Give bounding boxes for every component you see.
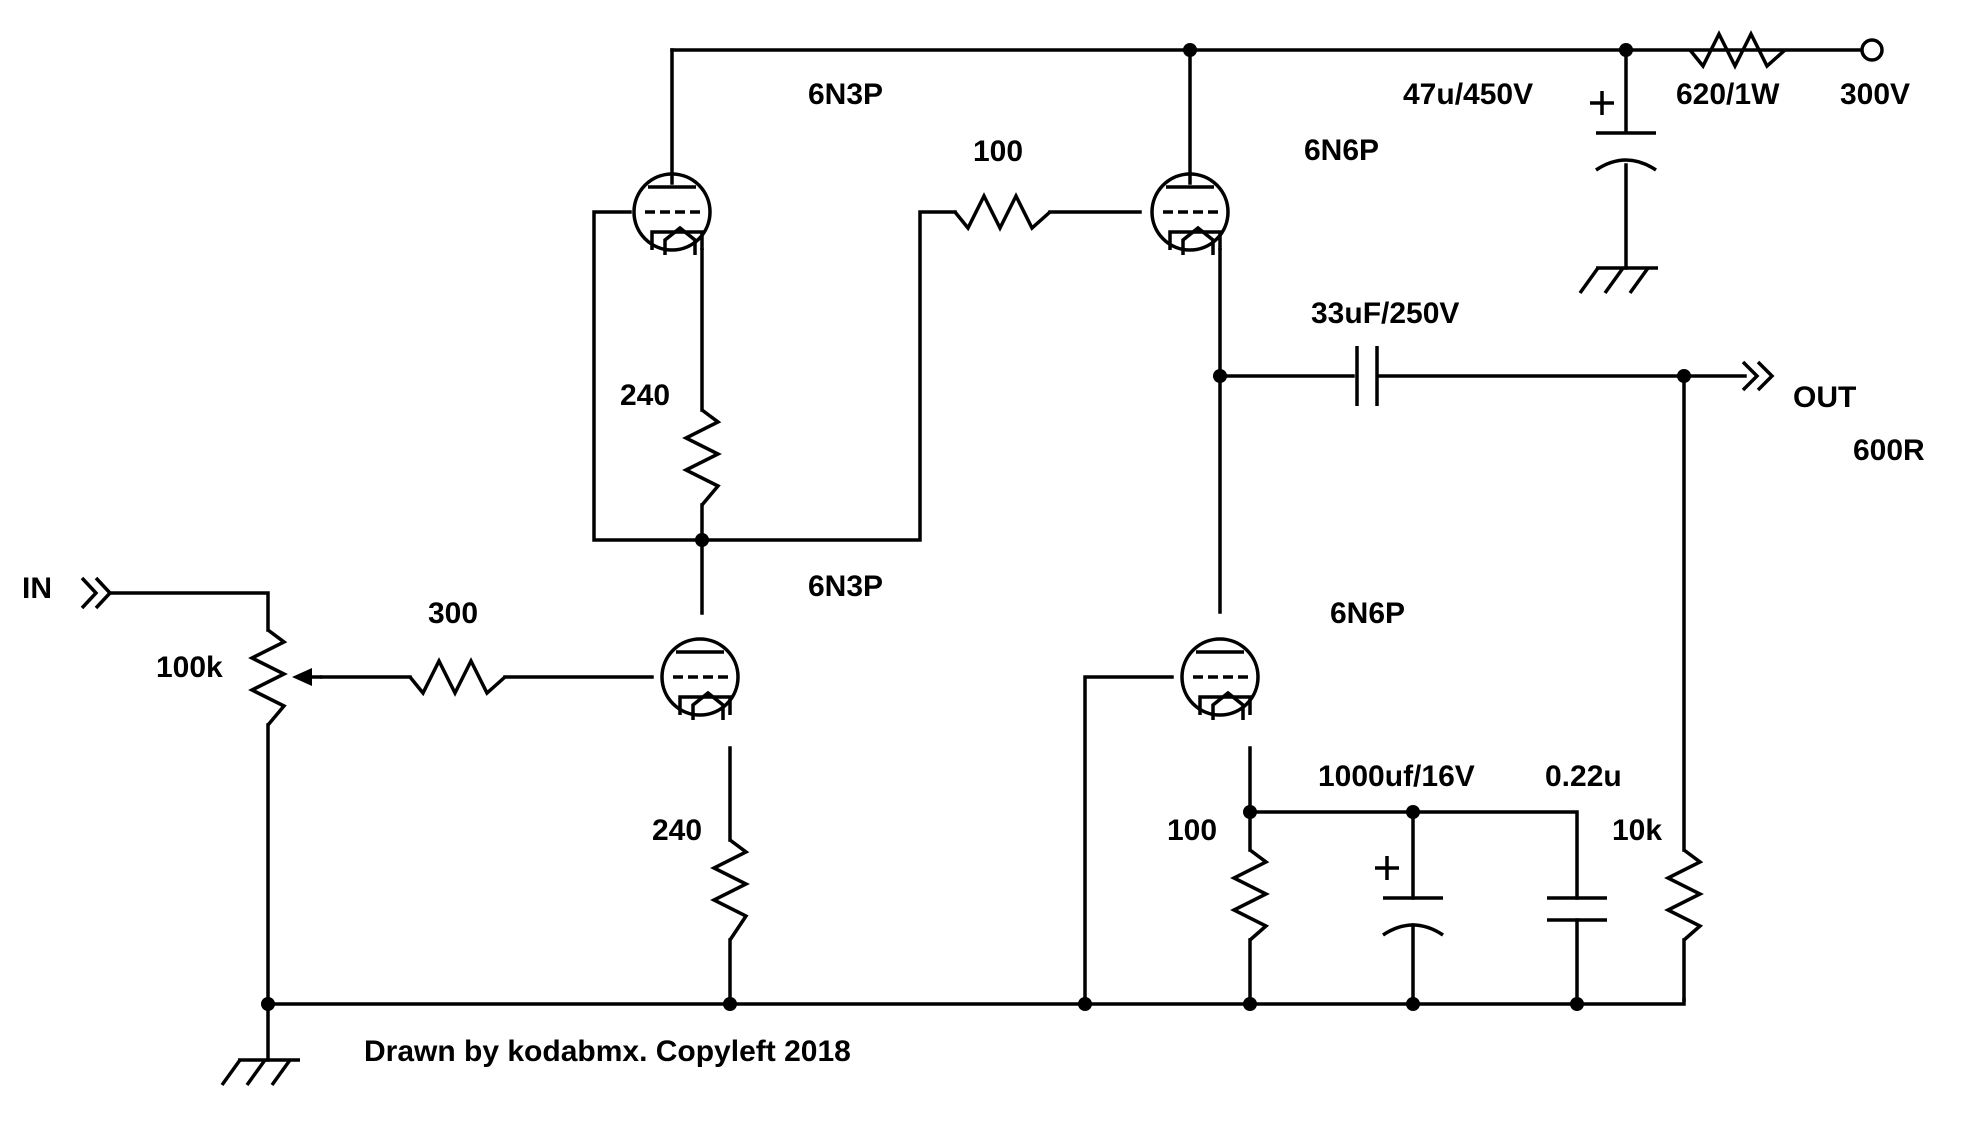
cap-output-label: 33uF/250V [1311,297,1459,330]
capacitor-cathode-elec-icon [1375,856,1444,937]
resistor-input-icon [408,657,507,697]
junction-dot [723,997,737,1011]
tube-heater [663,225,697,255]
junction-dot [1619,43,1633,57]
capacitor-output-icon [1355,346,1379,406]
tube-v2-label: 6N3P [808,570,883,603]
pot-label: 100k [156,651,223,684]
v1-grid-loop [592,210,957,542]
cap-curved-plate [1595,158,1657,172]
junction-dot [1677,369,1691,383]
junctions [261,43,1691,1011]
v4-grid-wire [1083,675,1174,1002]
tube-v3-icon [1150,172,1230,255]
resistor-v3-grid-icon [953,192,1052,232]
junction-dot [261,997,275,1011]
junction-dot [1213,369,1227,383]
plus-icon [1590,91,1614,115]
tube-envelope [660,637,740,717]
resistor-load-icon [1664,848,1704,942]
tube-v3-label: 6N6P [1304,134,1379,167]
cap-supply-label: 47u/450V [1403,78,1533,111]
r-grid-v3-label: 100 [973,135,1023,168]
ground-supply-icon [1578,266,1658,295]
cap-curved-plate [1382,923,1444,937]
potentiometer-icon [248,628,288,727]
labels: 6N3P 6N3P 6N6P 6N6P 100 240 300 100k 240… [22,78,1925,1068]
ground-hatch [220,1058,292,1087]
tube-v2-icon [660,637,740,720]
tube-heater [1181,225,1215,255]
ground-hatch [1578,266,1650,295]
plus-icon [1375,856,1399,880]
ground-bus [266,998,1686,1006]
in-wire [108,591,270,632]
r-supply-label: 620/1W [1676,78,1780,111]
cap-cathode-elec-label: 1000uf/16V [1318,760,1475,793]
supply-terminal-icon [1860,38,1884,62]
bypass-top-wire [1248,810,1579,900]
resistor-v4-cathode-icon [1230,848,1270,942]
tube-v1-label: 6N3P [808,78,883,111]
capacitor-cathode-film-icon [1547,896,1607,922]
wires [108,48,1862,1062]
tube-envelope [632,172,712,252]
tube-v1-icon [632,172,712,255]
cap-cathode-film-label: 0.22u [1545,760,1622,793]
r-input-label: 300 [428,597,478,630]
tube-v4-label: 6N6P [1330,597,1405,630]
resistor-v1-cathode-icon [682,408,722,507]
junction-dot [1183,43,1197,57]
resistor-v2-cathode-icon [710,838,750,941]
ground-main-icon [220,1058,300,1087]
tube-envelope [1180,637,1260,717]
tube-v4-icon [1180,637,1260,720]
r-cathode-v2-label: 240 [652,814,702,847]
junction-dot [1243,805,1257,819]
junction-dot [695,533,709,547]
out-impedance-label: 600R [1853,434,1925,467]
junction-dot [1406,805,1420,819]
tube-heater [691,690,725,720]
r-cathode-v4-label: 100 [1167,814,1217,847]
supply-voltage-label: 300V [1840,78,1910,111]
resistor-supply-icon [1688,30,1787,70]
junction-dot [1078,997,1092,1011]
out-arrow-icon [1741,360,1775,392]
junction-dot [1243,997,1257,1011]
in-arrow-icon [80,576,113,610]
r-cathode-v1-label: 240 [620,379,670,412]
tube-heater [1211,690,1245,720]
junction-dot [1570,997,1584,1011]
in-label: IN [22,572,52,605]
r-load-label: 10k [1612,814,1662,847]
out-label: OUT [1793,381,1856,414]
credit-text: Drawn by kodabmx. Copyleft 2018 [364,1035,851,1068]
capacitor-supply-icon [1590,91,1657,172]
pot-wiper-arrow-icon [292,668,312,686]
junction-dot [1406,997,1420,1011]
tube-envelope [1150,172,1230,252]
